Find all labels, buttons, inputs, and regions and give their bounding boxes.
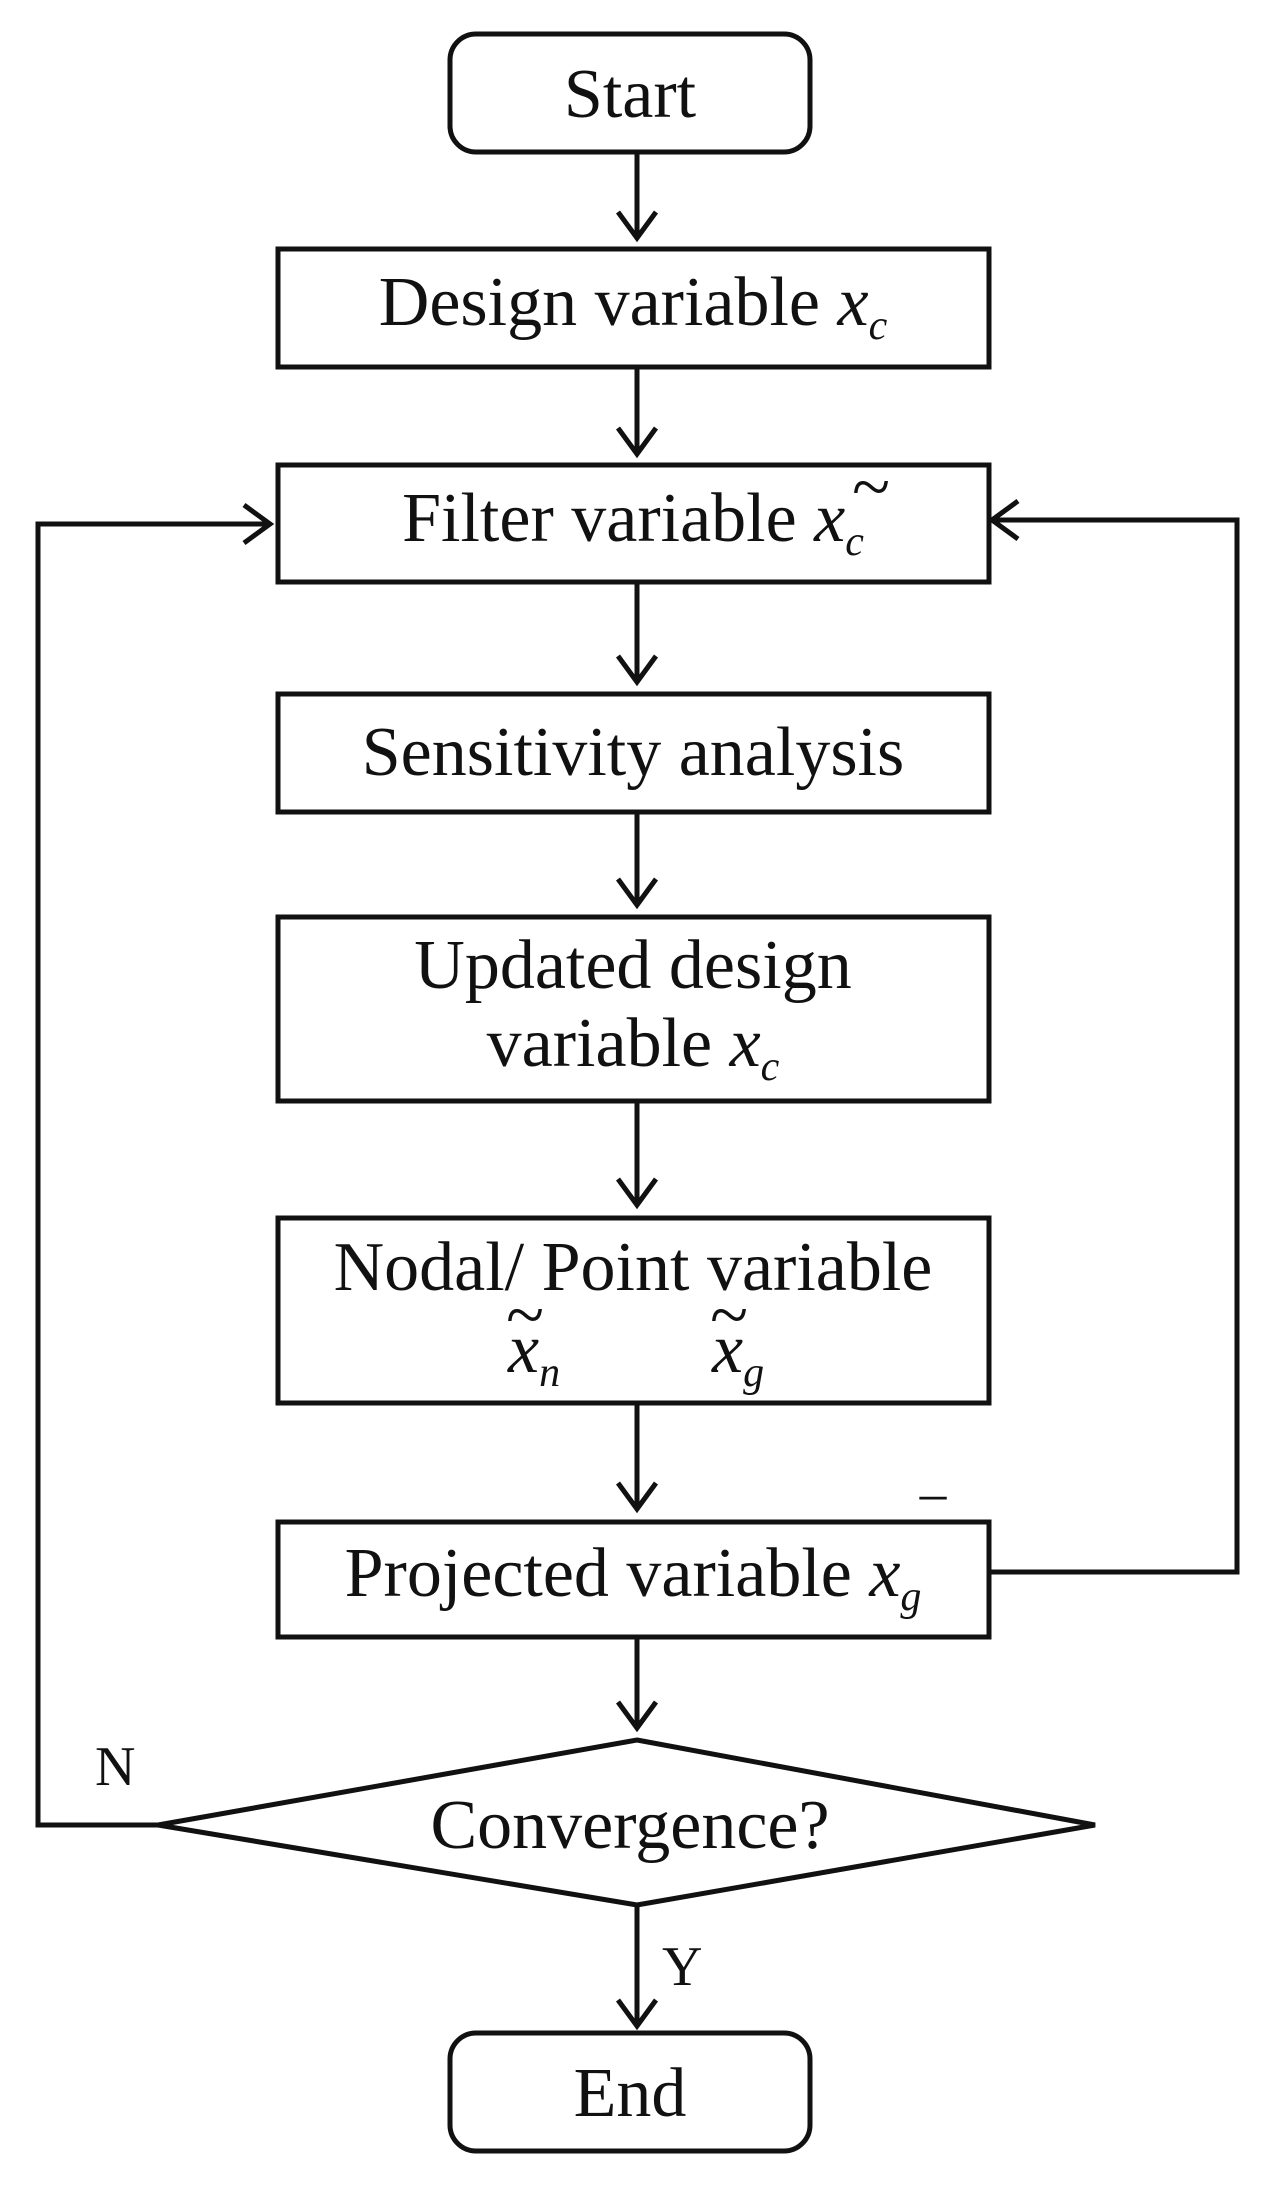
convergence-label: Convergence?: [430, 1787, 829, 1864]
node-updated-design-variable: Updated design variable xc: [275, 914, 992, 1104]
loop-projected-feedback: [987, 498, 1240, 1575]
sensitivity-label: Sensitivity analysis: [362, 714, 905, 791]
nodal-tilde-g: ~: [710, 1277, 748, 1354]
updated-line2: variable xc: [487, 1005, 780, 1090]
branch-no-label: N: [95, 1736, 135, 1798]
node-design-variable: Design variable xc: [275, 246, 992, 370]
nodal-x-n: xn: [507, 1311, 560, 1396]
projected-bar: ‾: [918, 1491, 947, 1568]
filter-variable-text: Filter variable xc: [402, 480, 864, 565]
node-end: End: [447, 2030, 813, 2154]
main-flow-arrows: [615, 152, 659, 2031]
arrow-start-to-design: [615, 152, 659, 243]
loop-no-branch: [35, 502, 275, 1828]
arrow-filter-to-sensitivity: [615, 582, 659, 687]
start-label: Start: [564, 56, 697, 133]
nodal-label: Nodal/ Point variable: [334, 1229, 933, 1306]
filter-tilde: ~: [852, 449, 890, 526]
arrow-nodal-to-projected: [615, 1403, 659, 1514]
node-sensitivity-analysis: Sensitivity analysis: [275, 691, 992, 815]
arrow-design-to-filter: [615, 367, 659, 459]
node-convergence-decision: Convergence?: [157, 1737, 1096, 1908]
arrow-updated-to-nodal: [615, 1101, 659, 1210]
branch-yes-label: Y: [662, 1936, 702, 1998]
nodal-x-g: xg: [711, 1311, 764, 1396]
node-start: Start: [447, 31, 813, 155]
nodal-tilde-n: ~: [506, 1277, 544, 1354]
node-filter-variable: Filter variable xc ~: [275, 449, 992, 585]
arrow-convergence-to-end: [615, 1905, 659, 2031]
arrow-sensitivity-to-updated: [615, 812, 659, 910]
end-label: End: [574, 2055, 687, 2132]
projected-variable-text: Projected variable xg: [345, 1535, 922, 1620]
updated-line1: Updated design: [414, 927, 851, 1004]
node-projected-variable: Projected variable xg ‾: [275, 1491, 992, 1640]
node-nodal-point-variable: Nodal/ Point variable xn ~ xg ~: [275, 1215, 992, 1406]
arrow-projected-to-convergence: [615, 1637, 659, 1733]
design-variable-text: Design variable xc: [379, 264, 888, 349]
